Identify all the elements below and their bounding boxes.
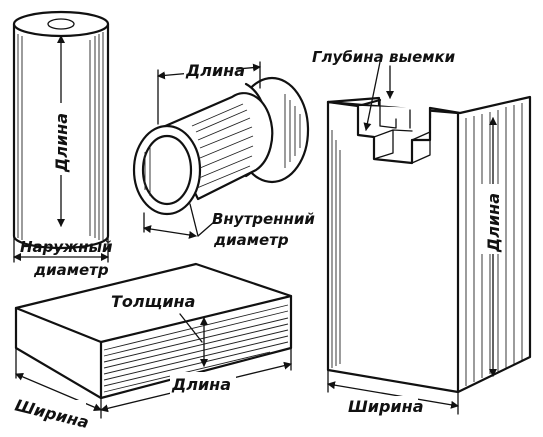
tube-inner-dimension	[143, 225, 197, 239]
cylinder-outer-label-1: Наружный	[20, 238, 113, 256]
slab-width-dimension	[15, 373, 102, 411]
flanged-tube	[132, 61, 310, 239]
block-length-label: Длина	[484, 193, 503, 253]
slab-thickness-leader	[179, 313, 203, 343]
cylinder-top-hole	[47, 18, 75, 30]
slab-thickness-label-bg	[108, 290, 194, 312]
groove-back-profile	[379, 99, 411, 129]
grooved-block	[326, 61, 532, 415]
tube-inner-extension-right	[189, 203, 199, 237]
tube-shading	[144, 94, 301, 196]
groove-depth-leader-b	[363, 61, 381, 131]
cylinder-shading	[17, 32, 104, 240]
tube-length-label: Длина	[185, 61, 245, 80]
tube-bore	[141, 134, 193, 206]
tube-inner-label-1: Внутренний	[212, 210, 315, 228]
tube-inner-leader	[197, 221, 215, 237]
cylinder-length-label-bg	[50, 103, 72, 175]
cylinder-outer-label-2: диаметр	[33, 261, 109, 279]
cylinder-top	[12, 10, 110, 38]
block-width-label-bg	[346, 396, 418, 416]
cylinder-length-label: Длина	[52, 113, 71, 173]
flat-slab	[14, 262, 293, 419]
slab-outline	[14, 262, 293, 400]
slab-length-label: Длина	[171, 375, 231, 394]
tube-inner-label-2: диаметр	[213, 231, 289, 249]
slab-thickness-label: Толщина	[111, 292, 195, 311]
tube-front-rim	[132, 124, 202, 216]
block-length-label-bg	[481, 184, 505, 254]
block-width-label: Ширина	[348, 397, 424, 416]
tube-length-label-bg	[184, 60, 236, 78]
block-width-dimension	[327, 381, 459, 409]
groove-depth-label: Глубина выемки	[312, 48, 456, 66]
groove-inner-edges	[373, 129, 431, 164]
slab-width-label-bg	[14, 400, 86, 426]
slab-length-label-bg	[170, 372, 236, 394]
groove-front-profile	[356, 104, 432, 165]
